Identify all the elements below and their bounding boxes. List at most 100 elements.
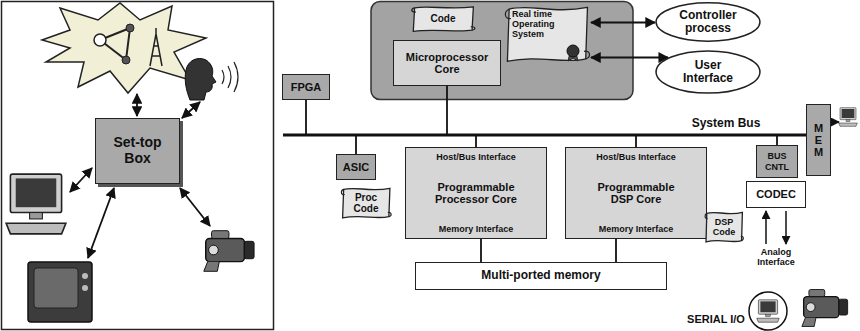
bus-taps <box>475 135 477 147</box>
process-ellipse: Controller process <box>655 2 761 42</box>
scroll-curl <box>412 8 475 30</box>
node-text: Controller process <box>671 9 745 36</box>
connector <box>591 57 668 59</box>
serial-io-devices <box>749 292 787 330</box>
speaking-head <box>185 58 216 100</box>
settop-arrows <box>70 168 92 192</box>
serial-io-devices <box>757 300 779 322</box>
ellipse-outline <box>656 3 760 41</box>
core-box: Host/Bus InterfaceProgrammable DSP CoreM… <box>565 147 707 239</box>
network-starburst <box>150 28 162 66</box>
camcorder-icon <box>204 231 254 272</box>
asic-box: ASIC <box>336 154 376 180</box>
left-panel <box>2 2 274 330</box>
television-icon <box>28 262 92 322</box>
node-text: Microprocessor Core <box>398 51 496 76</box>
rtos-scroll: Real time Operating System <box>503 3 591 65</box>
serial-io-devices <box>749 290 848 330</box>
bus-taps <box>305 100 307 135</box>
connector <box>591 22 655 24</box>
node-text: Set-top Box <box>105 135 170 166</box>
settop-arrows <box>70 94 210 258</box>
bus-label: System Bus <box>686 117 766 130</box>
television-icon <box>82 285 88 291</box>
bus-taps <box>355 135 357 154</box>
system-bus <box>283 135 806 136</box>
ellipse-outline <box>656 51 760 93</box>
bus-taps <box>306 86 777 154</box>
scroll-outline <box>507 7 587 61</box>
node-text: Memory Interface <box>439 224 514 234</box>
bus-controller-box: BUS CNTL <box>756 145 798 178</box>
seal-icon <box>565 44 581 62</box>
scroll-curl <box>505 9 589 59</box>
scroll-curl <box>341 189 391 216</box>
node-text: Host/Bus Interface <box>596 152 676 162</box>
bus-taps <box>635 135 637 147</box>
connector <box>480 239 482 262</box>
node-text: ASIC <box>343 161 369 173</box>
scroll-curl <box>705 213 743 240</box>
process-ellipse: User Interface <box>655 50 761 94</box>
scroll-outline <box>343 188 390 218</box>
scroll-outline <box>413 7 473 31</box>
code-scroll: Code <box>410 5 476 33</box>
processor-panel <box>371 2 633 100</box>
network-starburst <box>126 24 134 32</box>
settop-box: Set-top Box <box>95 118 180 184</box>
network-starburst <box>42 3 206 93</box>
node-text: User Interface <box>671 59 745 86</box>
node-text: MEM <box>813 122 824 159</box>
node-text: Code <box>431 13 456 24</box>
code-scroll: DSP Code <box>704 210 744 244</box>
bus-taps <box>446 86 448 135</box>
seal-icon <box>567 45 579 57</box>
analog-arrows <box>765 211 767 244</box>
settop-arrows <box>180 188 210 226</box>
memory-box: Multi-ported memory <box>415 262 667 290</box>
node-text: Programmable DSP Core <box>586 181 686 206</box>
settop-arrows <box>136 94 138 116</box>
camcorder-icon <box>204 231 254 272</box>
speaking-head <box>185 58 238 100</box>
node-text: Multi-ported memory <box>481 269 600 282</box>
code-scroll: Proc Code <box>340 186 392 220</box>
fpga-box: FPGA <box>282 74 330 100</box>
computer-icon <box>6 174 66 234</box>
network-starburst <box>126 28 130 60</box>
left-panel <box>2 2 274 330</box>
port-label: SERIAL I/O <box>684 313 748 325</box>
network-starburst <box>94 34 106 46</box>
node-text: Programmable Processor Core <box>426 181 526 206</box>
network-starburst <box>122 56 130 64</box>
network-starburst <box>42 3 206 93</box>
interface-label: Analog Interface <box>744 247 808 267</box>
terminal-link <box>839 108 858 127</box>
television-icon <box>28 262 92 322</box>
node-text: DSP Code <box>709 217 739 237</box>
node-text: CODEC <box>756 188 796 200</box>
television-icon <box>34 268 78 308</box>
processor-box: Microprocessor Core <box>393 40 501 86</box>
settop-arrows <box>88 188 114 258</box>
analog-arrows <box>766 211 786 244</box>
television-icon <box>82 273 88 279</box>
node-text: Real time Operating System <box>512 9 567 39</box>
terminal-link <box>831 108 857 127</box>
system-bus <box>283 134 806 137</box>
processor-panel <box>371 2 633 100</box>
serial-io-devices <box>802 290 848 327</box>
node-text: Proc Code <box>346 192 386 214</box>
connector <box>615 239 617 262</box>
bus-taps <box>776 135 778 145</box>
speaking-head <box>222 62 238 92</box>
settop-arrows <box>182 102 200 118</box>
scroll-outline <box>706 212 742 242</box>
memory-box: MEM <box>806 104 831 176</box>
terminal-link <box>831 121 839 123</box>
node-text: BUS CNTL <box>759 151 795 171</box>
node-text: Host/Bus Interface <box>436 152 516 162</box>
analog-arrows <box>785 211 787 244</box>
node-text: FPGA <box>291 81 322 93</box>
